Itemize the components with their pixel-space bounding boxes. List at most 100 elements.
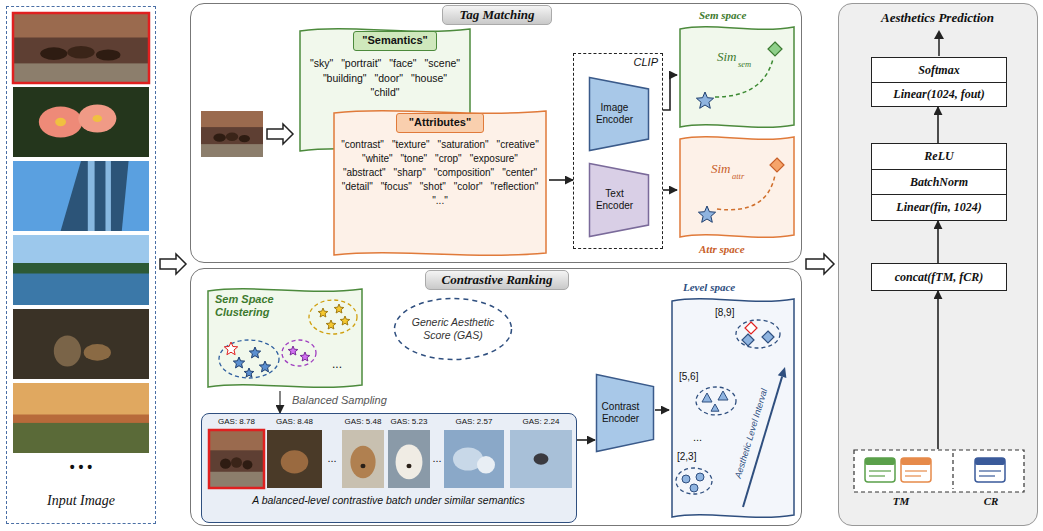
- illustration-part: [938, 37, 940, 56]
- text-slot: CLIP: [614, 56, 658, 69]
- attributes-tag-sheet-text: "tone": [401, 153, 428, 165]
- illustration-part: [869, 475, 885, 476]
- panel-title: Aesthetics Prediction: [839, 10, 1036, 26]
- panel-caption: Input Image: [7, 493, 155, 510]
- illustration-part: [318, 308, 328, 317]
- illustration-part: [13, 63, 149, 83]
- illustration-part: [534, 453, 549, 465]
- hollow-arrow: [160, 254, 186, 274]
- illustration-part: [745, 322, 757, 334]
- space-label: Level space: [683, 281, 793, 294]
- illustration-part: [395, 299, 512, 360]
- semantics-tag-sheet-text: "face": [389, 57, 416, 70]
- illustration-part: [477, 456, 495, 473]
- attributes-tag-sheet-text: "shot": [420, 181, 446, 193]
- layer-stack-text: Linear(fin, 1024): [872, 194, 1006, 220]
- illustration-part: [360, 464, 365, 469]
- encoder-trapezoid: Contrast Encoder: [595, 373, 655, 453]
- attributes-tag-sheet-text: "color": [454, 181, 483, 193]
- input-image-panel: • • •Input Image: [6, 6, 156, 524]
- concat-box: concat(fTM, fCR): [871, 263, 1007, 291]
- attributes-heading: "Attributes": [396, 113, 484, 133]
- text-slot: TM: [873, 495, 929, 508]
- illustration-part: [209, 430, 264, 488]
- text-slot: Sem space: [699, 9, 795, 22]
- illustration-part: [209, 430, 264, 488]
- illustration-part: [267, 430, 322, 488]
- illustration-part: [905, 470, 927, 471]
- text-slot: ...: [428, 452, 446, 465]
- similarity-subscript: sem: [738, 59, 760, 69]
- embedding-space: Sem spaceSimsem: [677, 9, 797, 131]
- layer-stack: ReLUBatchNormLinear(fin, 1024): [871, 143, 1007, 221]
- connector-arrow: [937, 221, 939, 263]
- score-label: GAS: 5.23: [386, 417, 432, 427]
- attributes-tag-sheet-text: "saturation": [438, 139, 489, 151]
- layer-stack-text: Linear(1024, fout): [872, 82, 1006, 107]
- embedding-space: Attr spaceSimattr: [677, 135, 797, 259]
- connector-arrow: [937, 107, 939, 143]
- illustration-part: [952, 453, 953, 489]
- attributes-tag-sheet-text: "abstract": [343, 167, 386, 179]
- attributes-tag-sheet-text: "detail": [342, 181, 373, 193]
- connector-arrow: [937, 291, 939, 449]
- illustration-part: [243, 460, 253, 469]
- similarity-subscript: attr: [732, 171, 754, 181]
- illustration-part: [388, 430, 430, 488]
- similarity-label: Sim: [717, 49, 741, 65]
- text-flow: ReLUBatchNormLinear(fin, 1024): [872, 144, 1006, 220]
- layer-stack-text: BatchNorm: [872, 169, 1006, 195]
- attributes-tag-sheet-text: "sharp": [394, 167, 426, 179]
- illustration-part: [590, 164, 649, 237]
- illustration-part: [259, 361, 270, 372]
- level-space: Level space[8,9][5,6]...[2,3]Aesthetic L…: [669, 281, 797, 521]
- text-slot: CR: [963, 495, 1019, 508]
- illustration-part: [13, 13, 149, 83]
- illustration-part: [231, 457, 242, 467]
- text-slot: Sem Space Clustering: [215, 293, 287, 319]
- space-label: Sem space: [699, 9, 795, 22]
- illustration-part: [388, 430, 430, 488]
- illustration-part: [444, 430, 504, 488]
- illustration-part: [736, 320, 780, 348]
- text-flow: SoftmaxLinear(1024, fout): [872, 58, 1006, 106]
- attributes-tag-sheet-text: "reflection": [491, 181, 539, 193]
- illustration-part: [680, 137, 794, 238]
- connector-arrow: [663, 75, 677, 110]
- illustration-part: [88, 161, 95, 231]
- layer-stack-text: ReLU: [872, 144, 1006, 169]
- illustration-part: [715, 59, 773, 97]
- text-slot: attr: [732, 171, 754, 181]
- illustration-part: [281, 450, 309, 473]
- illustration-part: [201, 111, 263, 157]
- illustration-part: [901, 458, 931, 465]
- text-slot: ...: [693, 431, 713, 444]
- illustration-part: [975, 458, 1005, 465]
- ellipsis: ...: [693, 431, 713, 444]
- text-slot: [2,3]: [677, 451, 707, 463]
- feature-inputs-outline: [853, 449, 1025, 515]
- illustration-part: [334, 304, 344, 313]
- illustration-part: [209, 430, 264, 488]
- illustration-part: [510, 430, 572, 488]
- feature-label: TM: [873, 495, 929, 508]
- illustration-part: [854, 450, 1024, 492]
- illustration-part: [267, 430, 322, 488]
- illustration-part: [96, 49, 120, 60]
- group-label: CLIP: [614, 56, 658, 69]
- contrastive-ranking-panel: Contrastive RankingSem Space Clustering.…: [190, 268, 802, 526]
- illustration-part: [696, 387, 736, 415]
- score-ellipse: Generic Aesthetic Score (GAS): [393, 297, 513, 361]
- contrastive-batch: GAS: 8.78GAS: 8.48...GAS: 5.48GAS: 5.23.…: [201, 413, 577, 523]
- score-label: GAS: 2.57: [451, 417, 497, 427]
- text-slot: GAS: 5.23: [386, 417, 432, 427]
- illustration-part: [233, 357, 244, 368]
- semantics-tag-sheet-text: "sky": [310, 57, 333, 70]
- illustration-part: [213, 134, 225, 142]
- attributes-tag-sheet-text: "crop": [435, 153, 462, 165]
- illustration-part: [690, 484, 698, 492]
- illustration-part: [201, 111, 263, 157]
- score-label: GAS: 8.48: [272, 417, 318, 427]
- connector-arrow: [577, 439, 595, 441]
- illustration-part: [865, 458, 895, 482]
